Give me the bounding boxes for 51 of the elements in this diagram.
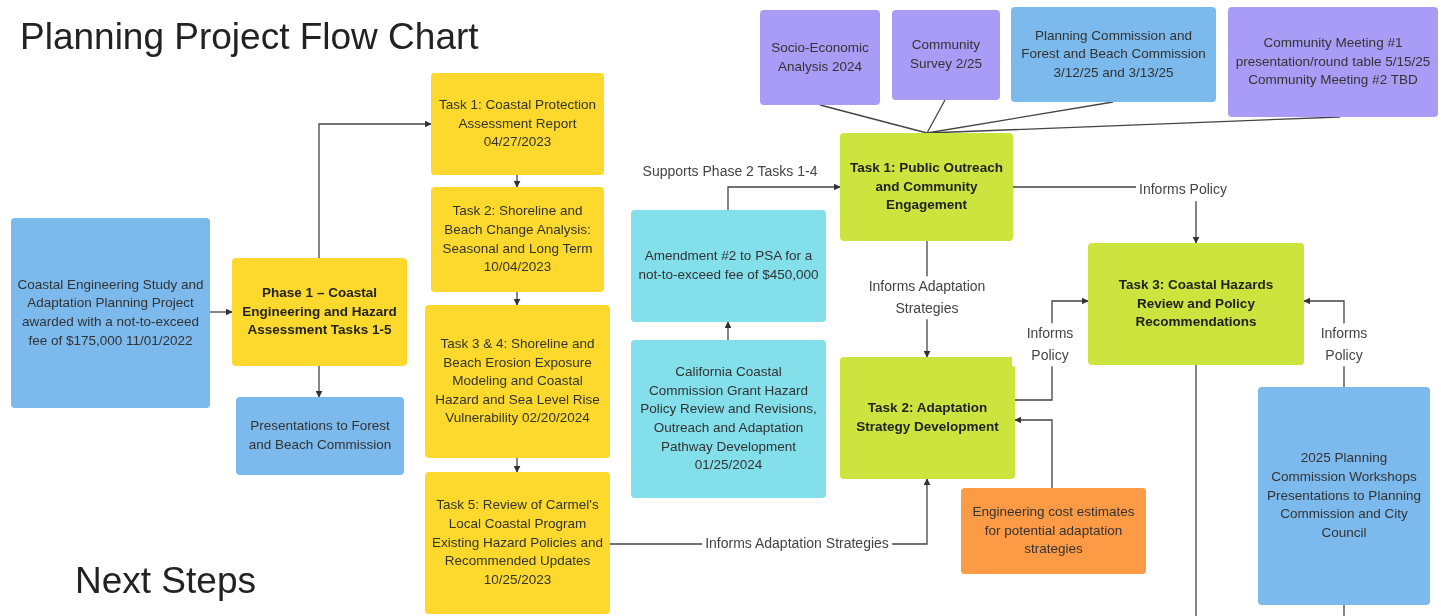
process-box: [840, 357, 1015, 479]
process-box: [431, 73, 604, 175]
node-text: Task 2: Shoreline and Beach Change Analysis: Seasonal and Long Term 10/04/2023: [441, 202, 594, 277]
process-box: [892, 10, 1000, 100]
process-box: [236, 397, 404, 475]
process-box: [1011, 7, 1216, 102]
node-text: Presentations to Forest and Beach Commission: [247, 417, 393, 454]
node-text: Phase 1 – Coastal Engineering and Hazard Assessment Tasks 1-5: [241, 284, 398, 340]
node-text: Community Meeting #1 presentation/round table 5/15/25 Community Meeting #2 TBD: [1234, 34, 1432, 90]
arrow: [727, 183, 841, 211]
connector-line: [1195, 364, 1197, 616]
process-box: [961, 488, 1146, 574]
node-text: Task 3 & 4: Shoreline and Beach Erosion Exposure Modeling and Coastal Hazard and Sea Level Rise Vulnerability 02/20/2024: [434, 334, 601, 428]
connector-line: [819, 104, 928, 134]
process-box: [1228, 7, 1438, 117]
node-text: Task 1: Coastal Protection Assessment Report 04/27/2023: [438, 96, 597, 152]
node-text: Task 3: Coastal Hazards Review and Policy Recommendations: [1117, 276, 1275, 332]
node-text: Coastal Engineering Study and Adaptation Planning Project awarded with a not-to-exceed fee of $175,000 11/01/2022: [17, 275, 204, 350]
diagram-title: Planning Project Flow Chart: [20, 16, 479, 58]
arrow: [1014, 416, 1053, 489]
node-text: 2025 Planning Commission Workshops Presentations to Planning Commission and City Council: [1266, 449, 1422, 542]
node-text: Community Survey 2/25: [908, 36, 983, 73]
process-box: [431, 187, 604, 292]
section-heading: Next Steps: [75, 560, 256, 602]
arrow: [318, 120, 432, 259]
node-text: Socio-Economic Analysis 2024: [770, 38, 870, 76]
process-box: [232, 258, 407, 366]
arrow: [315, 365, 323, 398]
arrow: [513, 457, 521, 473]
process-box: [631, 340, 826, 498]
arrow: [209, 308, 233, 316]
process-box: [1258, 387, 1430, 605]
process-box: [1088, 243, 1304, 365]
node-text: Planning Commission and Forest and Beach Commission 3/12/25 and 3/13/25: [1020, 26, 1207, 82]
arrow: [513, 174, 521, 188]
process-box: [425, 472, 610, 614]
node-text: California Coastal Commission Grant Hazard Policy Review and Revisions, Outreach and Adaptation Pathway Development 01/25/2024: [639, 363, 818, 475]
node-text: Task 5: Review of Carmel's Local Coastal Program Existing Hazard Policies and Recommended Updates 10/25/2023: [431, 496, 604, 589]
process-box: [631, 210, 826, 322]
node-text: Task 2: Adaptation Strategy Development: [855, 399, 1000, 436]
process-box: [760, 10, 880, 105]
node-text: Task 1: Public Outreach and Community Engagement: [849, 159, 1004, 215]
process-box: [840, 133, 1013, 241]
arrow: [513, 291, 521, 306]
arrow: [724, 321, 732, 341]
process-box: [11, 218, 210, 408]
node-text: Engineering cost estimates for potential adaptation strategies: [971, 503, 1136, 559]
connector-line: [926, 99, 946, 134]
node-text: Amendment #2 to PSA for a not-to-exceed fee of $450,000: [637, 247, 820, 284]
connector-line: [1343, 604, 1345, 616]
process-box: [425, 305, 610, 458]
